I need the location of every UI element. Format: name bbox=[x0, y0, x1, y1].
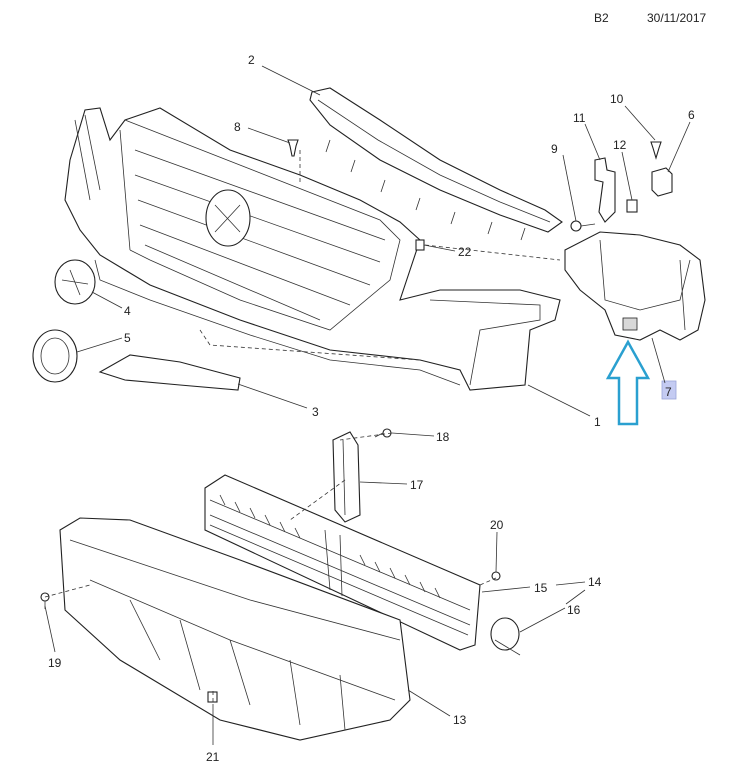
callout-6: 6 bbox=[688, 108, 695, 122]
part-22-clip[interactable] bbox=[415, 239, 425, 251]
part-11-bracket[interactable] bbox=[594, 157, 616, 223]
part-8-clip[interactable] bbox=[287, 139, 299, 157]
callout-2: 2 bbox=[248, 53, 255, 67]
callout-17: 17 bbox=[410, 478, 424, 492]
callout-3: 3 bbox=[312, 405, 319, 419]
callout-22: 22 bbox=[458, 245, 472, 259]
callout-13: 13 bbox=[453, 713, 467, 727]
callout-14: 14 bbox=[588, 575, 602, 589]
part-18-screw[interactable] bbox=[374, 428, 392, 438]
callout-21: 21 bbox=[206, 750, 220, 764]
highlight-box-7 bbox=[661, 380, 677, 400]
part-6-bracket[interactable] bbox=[651, 167, 673, 197]
arrow-up-icon bbox=[605, 339, 651, 426]
callout-11: 11 bbox=[573, 111, 586, 125]
part-4-emblem[interactable] bbox=[54, 259, 96, 305]
part-1-grille-assembly[interactable] bbox=[64, 107, 561, 391]
sheet-code: B2 bbox=[594, 11, 609, 25]
callout-16: 16 bbox=[567, 603, 581, 617]
part-2-upper-trim[interactable] bbox=[309, 87, 563, 241]
callout-12: 12 bbox=[613, 138, 627, 152]
callout-18: 18 bbox=[436, 430, 450, 444]
callout-5: 5 bbox=[124, 331, 131, 345]
callout-7[interactable]: 7 bbox=[665, 385, 672, 399]
part-7-bracket[interactable] bbox=[564, 231, 706, 341]
part-5-emblem[interactable] bbox=[32, 329, 78, 383]
part-10-clip[interactable] bbox=[650, 141, 662, 160]
callout-10: 10 bbox=[610, 92, 624, 106]
part-3-lower-trim[interactable] bbox=[98, 354, 241, 391]
diagram-date: 30/11/2017 bbox=[647, 11, 706, 25]
part-13-deflector[interactable] bbox=[59, 517, 411, 741]
part-9-screw[interactable] bbox=[570, 220, 596, 232]
callout-8: 8 bbox=[234, 120, 241, 134]
part-15-air-shutter[interactable] bbox=[204, 474, 481, 651]
callout-20: 20 bbox=[490, 518, 504, 532]
part-12-spacer[interactable] bbox=[626, 199, 638, 213]
callout-15: 15 bbox=[534, 581, 548, 595]
callout-1: 1 bbox=[594, 415, 601, 429]
callout-9: 9 bbox=[551, 142, 558, 156]
callout-19: 19 bbox=[48, 656, 62, 670]
part-16-actuator[interactable] bbox=[490, 617, 521, 656]
part-21-clip[interactable] bbox=[207, 691, 218, 703]
callout-4: 4 bbox=[124, 304, 131, 318]
part-17-bracket[interactable] bbox=[332, 431, 361, 523]
